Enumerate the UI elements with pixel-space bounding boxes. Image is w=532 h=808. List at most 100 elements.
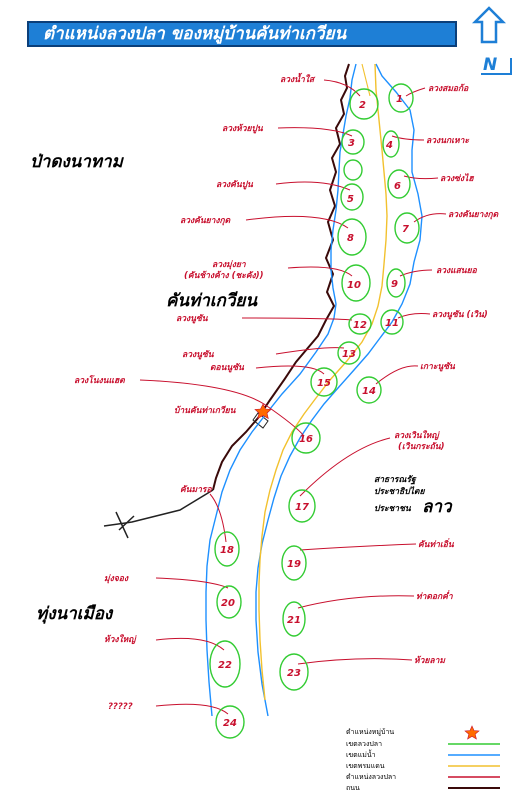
map-title: ตำแหน่งลวงปลา ของหมู่บ้านคันท่าเกวียน bbox=[27, 21, 457, 47]
plot-label: ห้วยลาม bbox=[414, 655, 446, 666]
river-bank-west bbox=[205, 63, 357, 717]
plot-number: 1 bbox=[396, 94, 403, 105]
border-line-top bbox=[361, 63, 371, 97]
plot-17 bbox=[288, 489, 316, 523]
plot-12 bbox=[348, 313, 372, 335]
plot-label: มุ่งจอง bbox=[104, 574, 129, 584]
plot-21 bbox=[282, 601, 306, 637]
plot-number: 2 bbox=[359, 100, 366, 111]
plot-16 bbox=[291, 422, 321, 454]
plot-23 bbox=[279, 653, 309, 691]
country-big: ลาว bbox=[422, 497, 453, 517]
legend-fishing: เขตลวงปลา bbox=[346, 740, 382, 748]
plot-number: 7 bbox=[402, 224, 409, 235]
plot-2 bbox=[349, 88, 379, 120]
plot-9 bbox=[386, 268, 406, 298]
plot-label: (เวินกระถัน) bbox=[398, 441, 445, 452]
legend-star-icon bbox=[464, 725, 480, 740]
village-label: บ้านคันท่าเกวียน bbox=[174, 405, 237, 416]
legend-road: ถนน bbox=[346, 784, 360, 792]
plot-1 bbox=[388, 83, 414, 113]
plot-number: 18 bbox=[220, 545, 234, 556]
plot-ellipses bbox=[209, 83, 420, 739]
plot-number: 12 bbox=[353, 320, 367, 331]
plot-label: ลวงสมอก้อ bbox=[428, 83, 469, 94]
plot-8 bbox=[337, 218, 367, 256]
plot-label: ลวงคันยางกุด bbox=[448, 210, 499, 220]
plot-number: 13 bbox=[342, 349, 356, 360]
plot-7 bbox=[394, 212, 420, 244]
plot-number: 15 bbox=[317, 378, 331, 389]
plot-number: 22 bbox=[218, 660, 232, 671]
plot-number: 5 bbox=[347, 194, 354, 205]
plot-label: ลวงนูซัน bbox=[176, 314, 209, 324]
plot-5 bbox=[340, 183, 364, 211]
plot-label: ห้วงใหญ่ bbox=[104, 634, 138, 645]
plot-18 bbox=[214, 531, 240, 567]
north-underline bbox=[481, 58, 512, 75]
north-arrow-icon bbox=[471, 6, 507, 44]
border-line bbox=[258, 63, 388, 701]
plot-19 bbox=[281, 545, 307, 581]
river-bank-east bbox=[255, 63, 423, 717]
plot-number: 23 bbox=[287, 668, 301, 679]
plot-11 bbox=[380, 309, 404, 335]
road-cross bbox=[115, 511, 135, 539]
plot-number: 20 bbox=[221, 598, 235, 609]
legend: ตำแหน่งหมู่บ้าน เขตลวงปลา เขตแม่น้ำ เขตพ… bbox=[346, 725, 500, 792]
plot-15 bbox=[310, 367, 338, 397]
plot-3b bbox=[343, 159, 363, 181]
plot-number: 17 bbox=[295, 502, 309, 513]
plot-label: ลวงมุ่งยา bbox=[212, 260, 247, 270]
country-line1: สาธารณรัฐ bbox=[374, 475, 417, 485]
plot-number: 3 bbox=[348, 138, 355, 149]
region-thungna: ทุ่งนาเมือง bbox=[36, 604, 114, 624]
plot-labels: ลวงน้ำใส ลวงสมอก้อ ลวงห้วยปูน ลวงนกเหาะ … bbox=[74, 72, 499, 712]
road-line bbox=[212, 63, 350, 491]
plot-label: (คันช้างค้าง (ชะคัง)) bbox=[184, 270, 264, 281]
plot-number: 19 bbox=[287, 559, 301, 570]
plot-label: ลวงน้ำใส bbox=[280, 72, 316, 85]
road-branch bbox=[103, 489, 214, 527]
plot-6 bbox=[387, 169, 411, 199]
plot-24 bbox=[215, 705, 245, 739]
plot-label: ลวงห้วยปูน bbox=[222, 123, 264, 134]
plot-number: 14 bbox=[362, 386, 376, 397]
plot-number: 16 bbox=[299, 434, 313, 445]
road-spur bbox=[252, 412, 269, 429]
legend-village: ตำแหน่งหมู่บ้าน bbox=[346, 728, 394, 736]
plot-number: 10 bbox=[347, 280, 361, 291]
plot-20 bbox=[216, 585, 242, 619]
plot-label: ลวงแสนยอ bbox=[436, 266, 478, 276]
plot-3 bbox=[341, 129, 365, 155]
plot-13 bbox=[337, 341, 361, 365]
plot-label: ลวงนูซัน (เวิน) bbox=[432, 309, 488, 320]
plot-22 bbox=[209, 640, 241, 688]
legend-river: เขตแม่น้ำ bbox=[346, 748, 376, 759]
plot-numbers: 1 2 3 4 5 6 7 8 9 10 11 12 13 14 15 16 1… bbox=[218, 94, 409, 729]
plot-label: ลวงนกเหาะ bbox=[426, 136, 470, 146]
plot-4 bbox=[382, 130, 400, 158]
plot-label: ลวงซ่งไฮ bbox=[440, 173, 474, 184]
plot-label: คันมารอ bbox=[180, 485, 212, 495]
plot-number: 4 bbox=[385, 140, 393, 151]
plot-number: 6 bbox=[394, 181, 401, 192]
plot-label: ลวงคันยางกุด bbox=[180, 216, 231, 226]
region-khantha: คันท่าเกวียน bbox=[166, 291, 258, 311]
plot-label: ลวงนูซัน bbox=[182, 350, 215, 360]
country-line2: ประชาธิปไตย bbox=[374, 486, 425, 497]
plot-number: 11 bbox=[385, 318, 399, 329]
region-padong: ป่าดงนาทาม bbox=[30, 152, 125, 172]
plot-number: 9 bbox=[391, 279, 398, 290]
plot-number: 8 bbox=[347, 233, 354, 244]
country-line3: ประชาชน bbox=[374, 504, 412, 514]
plot-number: 24 bbox=[223, 718, 237, 729]
plot-label: ท่าดอกค่ำ bbox=[416, 590, 454, 602]
plot-label: เกาะนูซัน bbox=[420, 362, 456, 372]
plot-14 bbox=[356, 376, 382, 404]
village-star-icon bbox=[254, 403, 272, 420]
plot-label: คันท่าเอิ่น bbox=[418, 538, 455, 550]
legend-border: เขตพรมแดน bbox=[346, 762, 385, 770]
legend-position: ตำแหน่งลวงปลา bbox=[346, 773, 396, 781]
plot-label: ลวงคันปูน bbox=[216, 180, 254, 190]
